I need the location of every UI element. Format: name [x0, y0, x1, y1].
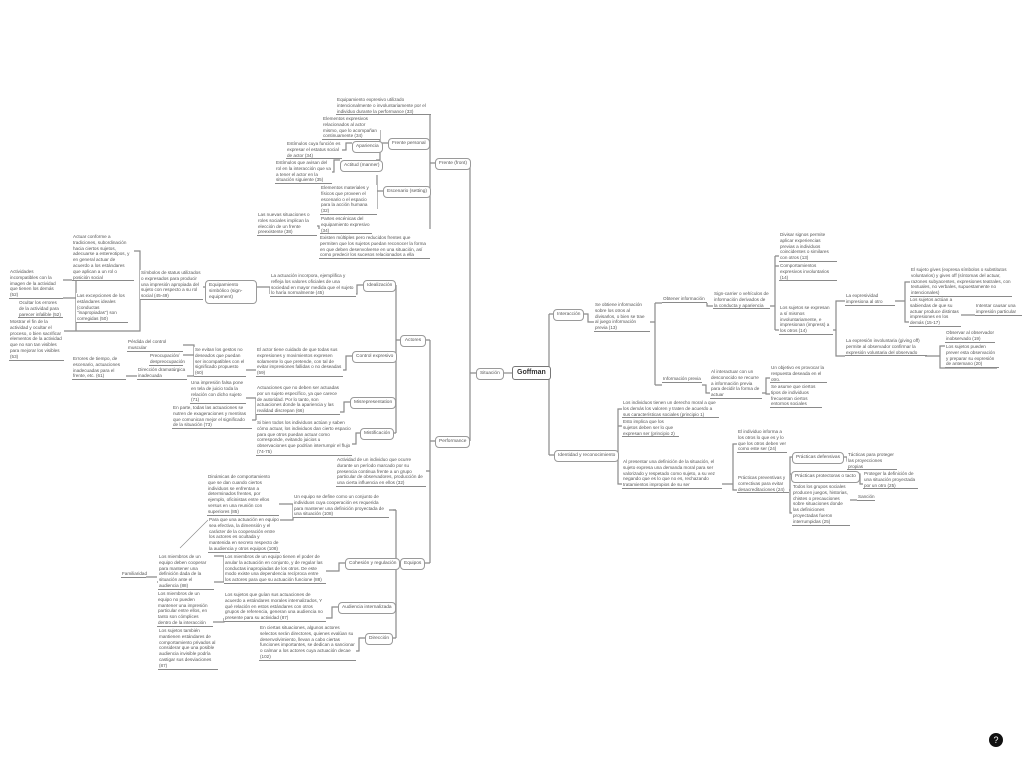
note-text[interactable]: Actuar conforme a tradiciones, subordina… — [72, 234, 134, 282]
note-text[interactable]: Los sujetos pueden prever esta observaci… — [945, 344, 999, 369]
note-text[interactable]: Los miembros de un equipo no pueden mant… — [157, 591, 213, 627]
note-text[interactable]: Símbolos de status utilizados o expresad… — [140, 270, 203, 300]
note-text[interactable]: Una impresión falsa pone en tela de juic… — [190, 380, 246, 405]
note-text[interactable]: Un equipo se define como un conjunto de … — [293, 494, 389, 519]
node-equipamiento-simbolico[interactable]: Equipamiento simbólico (sign-equipment) — [205, 280, 257, 304]
note-text[interactable]: Las nuevas situaciones o roles sociales … — [257, 212, 317, 237]
note-text[interactable]: Los miembros de un equipo tienen el pode… — [224, 554, 326, 584]
note-text[interactable]: Existen múltiples pero reducidos frentes… — [319, 235, 430, 260]
note-text[interactable]: Los individuos tienen un derecho moral a… — [622, 400, 719, 419]
node-interaccion[interactable]: Interacción — [553, 309, 585, 321]
note-text[interactable]: Prácticas preventivas y correctivas para… — [737, 475, 789, 494]
note-text[interactable]: Las excepciones de los estándares ideale… — [76, 293, 128, 323]
note-text[interactable]: Los sujetos también mantienen estándares… — [158, 628, 218, 670]
note-text[interactable]: Los miembros de un equipo deben cooperar… — [158, 554, 214, 590]
note-text[interactable]: Actividades incompatibles con la imagen … — [9, 269, 63, 299]
note-text[interactable]: Mostrar el fin de la actividad y ocultar… — [9, 319, 64, 361]
note-text[interactable]: Elementos materiales y físicos que prove… — [320, 185, 377, 215]
node-performance[interactable]: Performance — [435, 436, 471, 448]
note-text[interactable]: El actor tiene cuidado de que todas sus … — [256, 347, 343, 377]
help-icon: ? — [993, 735, 999, 745]
note-text[interactable]: Observar al observador inobservado (19) — [945, 330, 995, 343]
note-text[interactable]: Tácticas para proteger las proyecciones … — [847, 452, 897, 471]
note-text[interactable]: Comportamientos expresivos involuntarios… — [779, 263, 837, 282]
node-frente-front[interactable]: Frente (front) — [435, 158, 471, 170]
note-text[interactable]: Sanción — [857, 494, 875, 501]
note-text[interactable]: Dinámicas de comportamiento que se dan c… — [207, 474, 279, 516]
note-text[interactable]: Al presentar una definición de la situac… — [622, 459, 722, 489]
note-text[interactable]: Pérdida del control muscular — [127, 339, 183, 352]
note-text[interactable]: Preocupación/ despreocupación — [149, 353, 185, 366]
node-actores[interactable]: Actores — [400, 335, 426, 347]
note-text[interactable]: Información previa — [662, 376, 702, 383]
node-goffman[interactable]: Goffman — [512, 366, 551, 380]
node-apariencia[interactable]: Apariencia — [352, 141, 383, 153]
note-text[interactable]: Estímulos cuya función es expresar el es… — [286, 141, 342, 160]
note-text[interactable]: Intentar causar una impresión particular — [975, 303, 1022, 316]
node-misrepresentation[interactable]: Misrepresentation — [350, 397, 397, 409]
note-text[interactable]: Un objetivo es provocar la respuesta des… — [770, 365, 827, 384]
node-equipos[interactable]: Equipos — [400, 558, 426, 570]
node-identidad[interactable]: Identidad y reconocimiento — [554, 450, 620, 462]
node-control-expresivo[interactable]: Control expresivo — [352, 351, 398, 363]
note-text[interactable]: Partes escénicas del equipamiento expres… — [320, 216, 372, 235]
note-text[interactable]: Dirección dramatúrgica inadecuada — [137, 367, 187, 380]
note-text[interactable]: En parte, todas las actuaciones se nutre… — [172, 405, 252, 430]
note-text[interactable]: Estímulos que avisan del rol en la inter… — [275, 160, 332, 185]
node-frente-personal[interactable]: Frente personal — [388, 138, 430, 150]
note-text[interactable]: Familiaridad — [121, 571, 148, 578]
node-escenario[interactable]: Escenario (setting) — [383, 186, 431, 198]
note-text[interactable]: Proteger la definición de una situación … — [863, 471, 918, 490]
node-practicas-defensivas[interactable]: Prácticas defensivas — [792, 452, 844, 464]
help-button[interactable]: ? — [989, 733, 1003, 747]
note-text[interactable]: Si bien todos los individuos actúan y sa… — [256, 420, 352, 456]
node-cohesion[interactable]: Cohesión y regulación — [345, 558, 401, 570]
note-text[interactable]: Elementos expresivos relacionados al act… — [322, 116, 380, 141]
note-text[interactable]: Obtener información — [662, 296, 707, 303]
note-text[interactable]: Equipamiento expresivo utilizado intenci… — [336, 97, 431, 116]
note-text[interactable]: Sign-carrier o vehículos de información … — [713, 291, 770, 310]
node-idealizacion[interactable]: Idealización — [363, 280, 397, 292]
note-text[interactable]: Se obtiene información sobre los otros a… — [594, 302, 650, 332]
node-mistificacion[interactable]: Mistificación — [360, 428, 395, 440]
node-direccion[interactable]: Dirección — [365, 633, 393, 645]
note-text[interactable]: Los sujetos se expresan a sí mismos invo… — [779, 305, 833, 335]
note-text[interactable]: Errores de tiempo, de escenario, actuaci… — [72, 356, 126, 381]
note-text[interactable]: Esto implica que los sujetos deben ser l… — [622, 419, 679, 438]
note-text[interactable]: Actuaciones que no deben ser actuadas po… — [256, 385, 340, 415]
note-text[interactable]: La expresión involuntaria (giving off) p… — [845, 338, 927, 357]
node-audiencia[interactable]: Audiencia internalizada — [338, 602, 396, 614]
note-text[interactable]: La expresividad impresiona al otro — [845, 293, 895, 306]
note-text[interactable]: Ocultar los errores de la actividad para… — [18, 300, 63, 319]
note-text[interactable]: En ciertas situaciones, algunos actores … — [259, 625, 356, 661]
note-text[interactable]: La actuación incorpora, ejemplifica y re… — [270, 273, 356, 298]
node-actitud[interactable]: Actitud (manner) — [340, 160, 384, 172]
note-text[interactable]: Todos los grupos sociales producen juego… — [792, 484, 850, 526]
note-text[interactable]: Actividad de un individuo que ocurre dur… — [336, 457, 426, 487]
note-text[interactable]: Se asume que ciertos tipos de individuos… — [770, 384, 822, 409]
node-situacion[interactable]: Situación — [476, 368, 504, 380]
node-practicas-protectoras[interactable]: Prácticas protectoras o tacto — [791, 471, 860, 483]
note-text[interactable]: Se evitan los gestos no deseados que pue… — [194, 347, 246, 377]
note-text[interactable]: Divisar signos permite aplicar experienc… — [779, 232, 837, 262]
note-text[interactable]: Los sujetos actúan a sabiendas de que su… — [909, 297, 961, 327]
note-text[interactable]: El individuo informa a los otros lo que … — [737, 429, 787, 454]
note-text[interactable]: Al interactuar con un desconocido se rec… — [710, 369, 762, 399]
note-text[interactable]: Para que una actuación en equipo sea efe… — [208, 517, 280, 553]
note-text[interactable]: El sujeto gives (expresa símbolos o subs… — [910, 267, 1012, 297]
note-text[interactable]: Los sujetos que guían sus actuaciones de… — [224, 592, 326, 622]
